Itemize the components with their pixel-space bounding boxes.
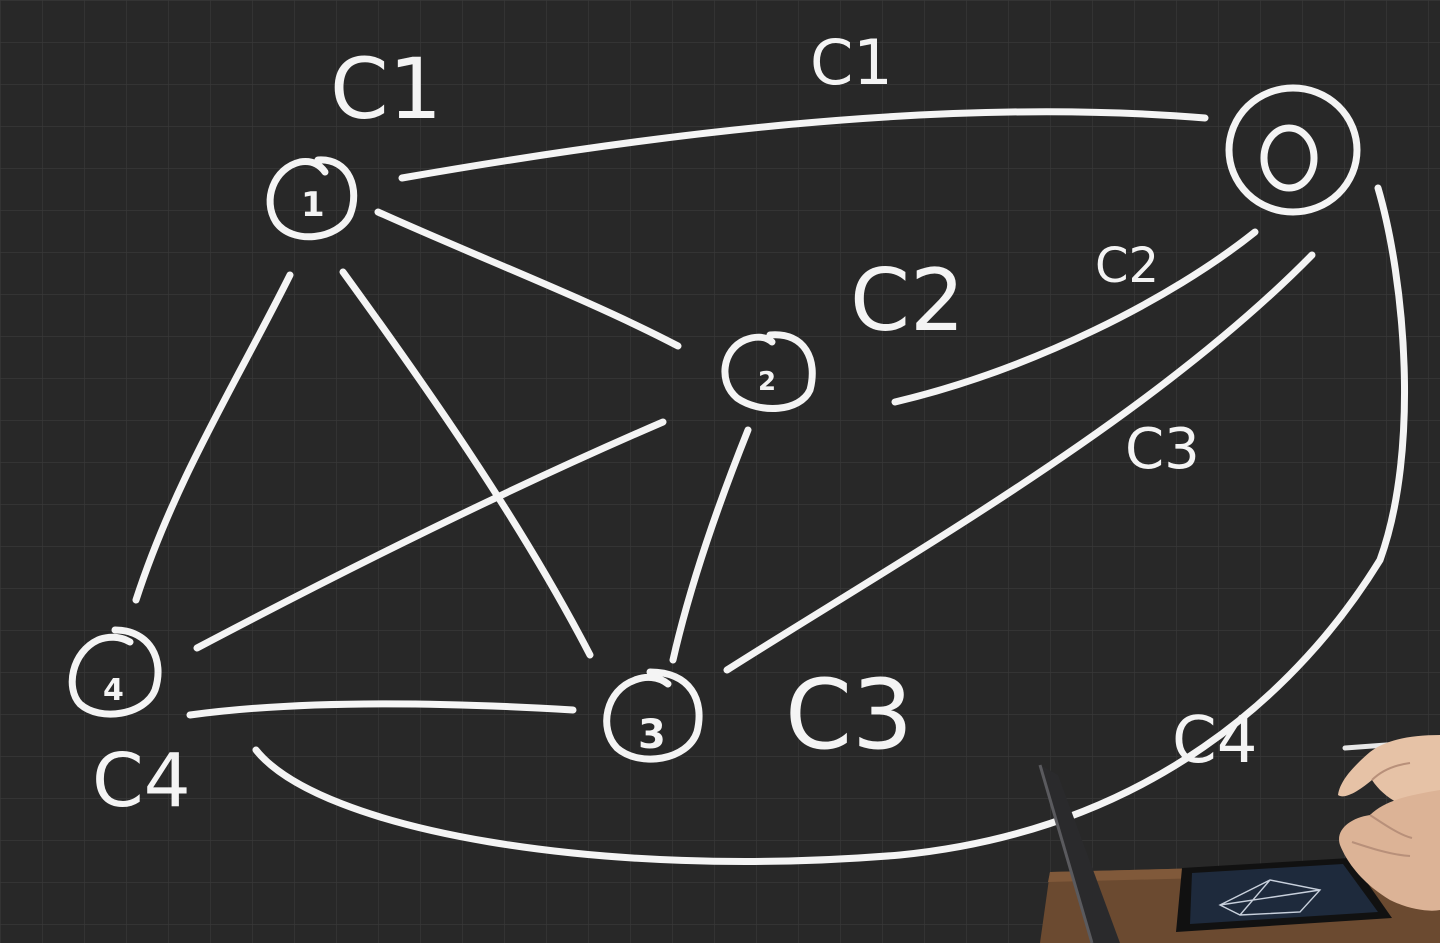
edge-4-0 xyxy=(252,184,1409,865)
label-c2-node: C2 xyxy=(850,251,965,351)
label-c3-node: C3 xyxy=(785,659,913,771)
node-3: 3 xyxy=(603,668,703,763)
edge-2-3 xyxy=(669,426,752,664)
hands xyxy=(1338,735,1440,911)
node-4-label: 4 xyxy=(103,673,124,708)
node-1: 1 xyxy=(266,156,358,241)
hand-finger-lines xyxy=(1351,762,1413,857)
label-c4-edge: C4 xyxy=(1172,704,1257,778)
label-c4-node: C4 xyxy=(92,738,191,824)
graph-edges xyxy=(132,108,1409,865)
node-2-label: 2 xyxy=(758,367,776,397)
node-0-outer-circle xyxy=(1225,84,1361,216)
node-4-circle xyxy=(68,626,162,718)
laptop-edge xyxy=(1038,764,1094,943)
node-3-circle xyxy=(603,668,703,763)
edge-2-4 xyxy=(193,418,667,652)
laptop xyxy=(1040,765,1120,943)
edge-1-0 xyxy=(398,108,1209,182)
node-0 xyxy=(1225,84,1361,216)
node-0-inner-circle xyxy=(1260,124,1318,192)
edge-1-4 xyxy=(132,271,294,604)
edge-3-0 xyxy=(723,251,1316,674)
node-3-label: 3 xyxy=(638,712,666,758)
label-c1-edge: C1 xyxy=(810,26,893,99)
node-2: 2 xyxy=(721,331,816,412)
presenter-desk-scene xyxy=(1038,735,1440,943)
node-1-label: 1 xyxy=(301,185,325,225)
node-1-circle xyxy=(266,156,358,241)
node-4: 4 xyxy=(68,626,162,718)
tablet-screen-sketch xyxy=(1218,879,1322,916)
node-2-circle xyxy=(721,331,816,412)
edge-1-2 xyxy=(374,208,682,350)
hand-lower xyxy=(1339,790,1440,911)
tablet xyxy=(1176,858,1392,932)
label-c3-edge: C3 xyxy=(1125,417,1200,482)
tablet-screen xyxy=(1190,864,1378,924)
cost-labels: C1 C1 C2 C2 C3 C3 C4 C4 xyxy=(92,26,1257,824)
edge-3-4 xyxy=(186,700,577,719)
label-c1-node: C1 xyxy=(330,40,442,138)
edge-2-0 xyxy=(891,228,1259,406)
edge-1-3 xyxy=(339,268,594,659)
label-c2-edge: C2 xyxy=(1095,238,1159,294)
